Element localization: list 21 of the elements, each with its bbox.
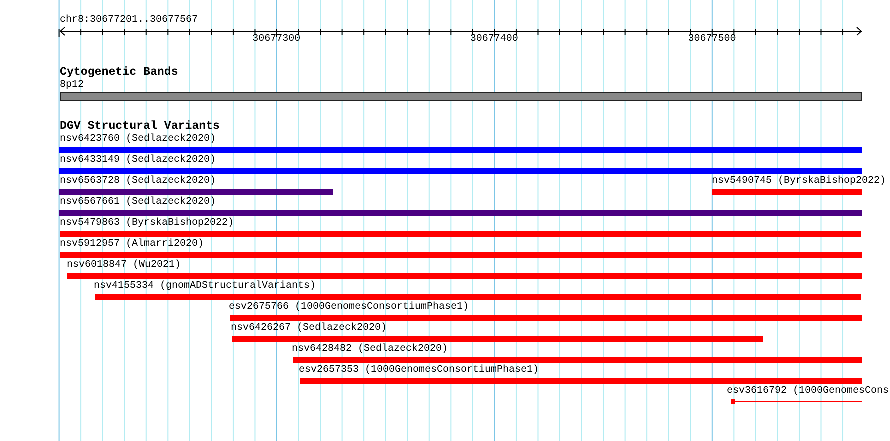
variant-label: esv2675766 (1000GenomesConsortiumPhase1) <box>229 302 470 315</box>
variant-label: nsv5490745 (ByrskaBishop2022) <box>712 176 886 189</box>
variant-label: nsv6423760 (Sedlazeck2020) <box>60 134 216 147</box>
variant-label: nsv6018847 (Wu2021) <box>67 260 182 273</box>
variant-label: nsv6428482 (Sedlazeck2020) <box>292 344 448 357</box>
track-title: Cytogenetic Bands <box>60 66 178 80</box>
tick-label: 30677300 <box>252 34 301 46</box>
location-label: chr8:30677201..30677567 <box>60 15 198 27</box>
variant-label: nsv6563728 (Sedlazeck2020) <box>60 176 216 189</box>
variant-label: nsv5479863 (ByrskaBishop2022) <box>60 218 234 231</box>
variant-label: nsv6433149 (Sedlazeck2020) <box>60 155 216 168</box>
variant-label: esv2657353 (1000GenomesConsortiumPhase1) <box>299 365 540 378</box>
variant-label: nsv6567661 (Sedlazeck2020) <box>60 197 216 210</box>
tick-label: 30677400 <box>470 34 518 46</box>
band-label: 8p12 <box>60 80 84 92</box>
variant-label: nsv6426267 (Sedlazeck2020) <box>231 323 388 336</box>
track-title: DGV Structural Variants <box>60 120 220 134</box>
variant-label: esv3616792 (1000GenomesCons <box>727 386 890 399</box>
variant-label: nsv5912957 (Almarri2020) <box>60 239 204 252</box>
variant-label: nsv4155334 (gnomADStructuralVariants) <box>94 281 316 294</box>
tick-label: 30677500 <box>688 34 736 46</box>
